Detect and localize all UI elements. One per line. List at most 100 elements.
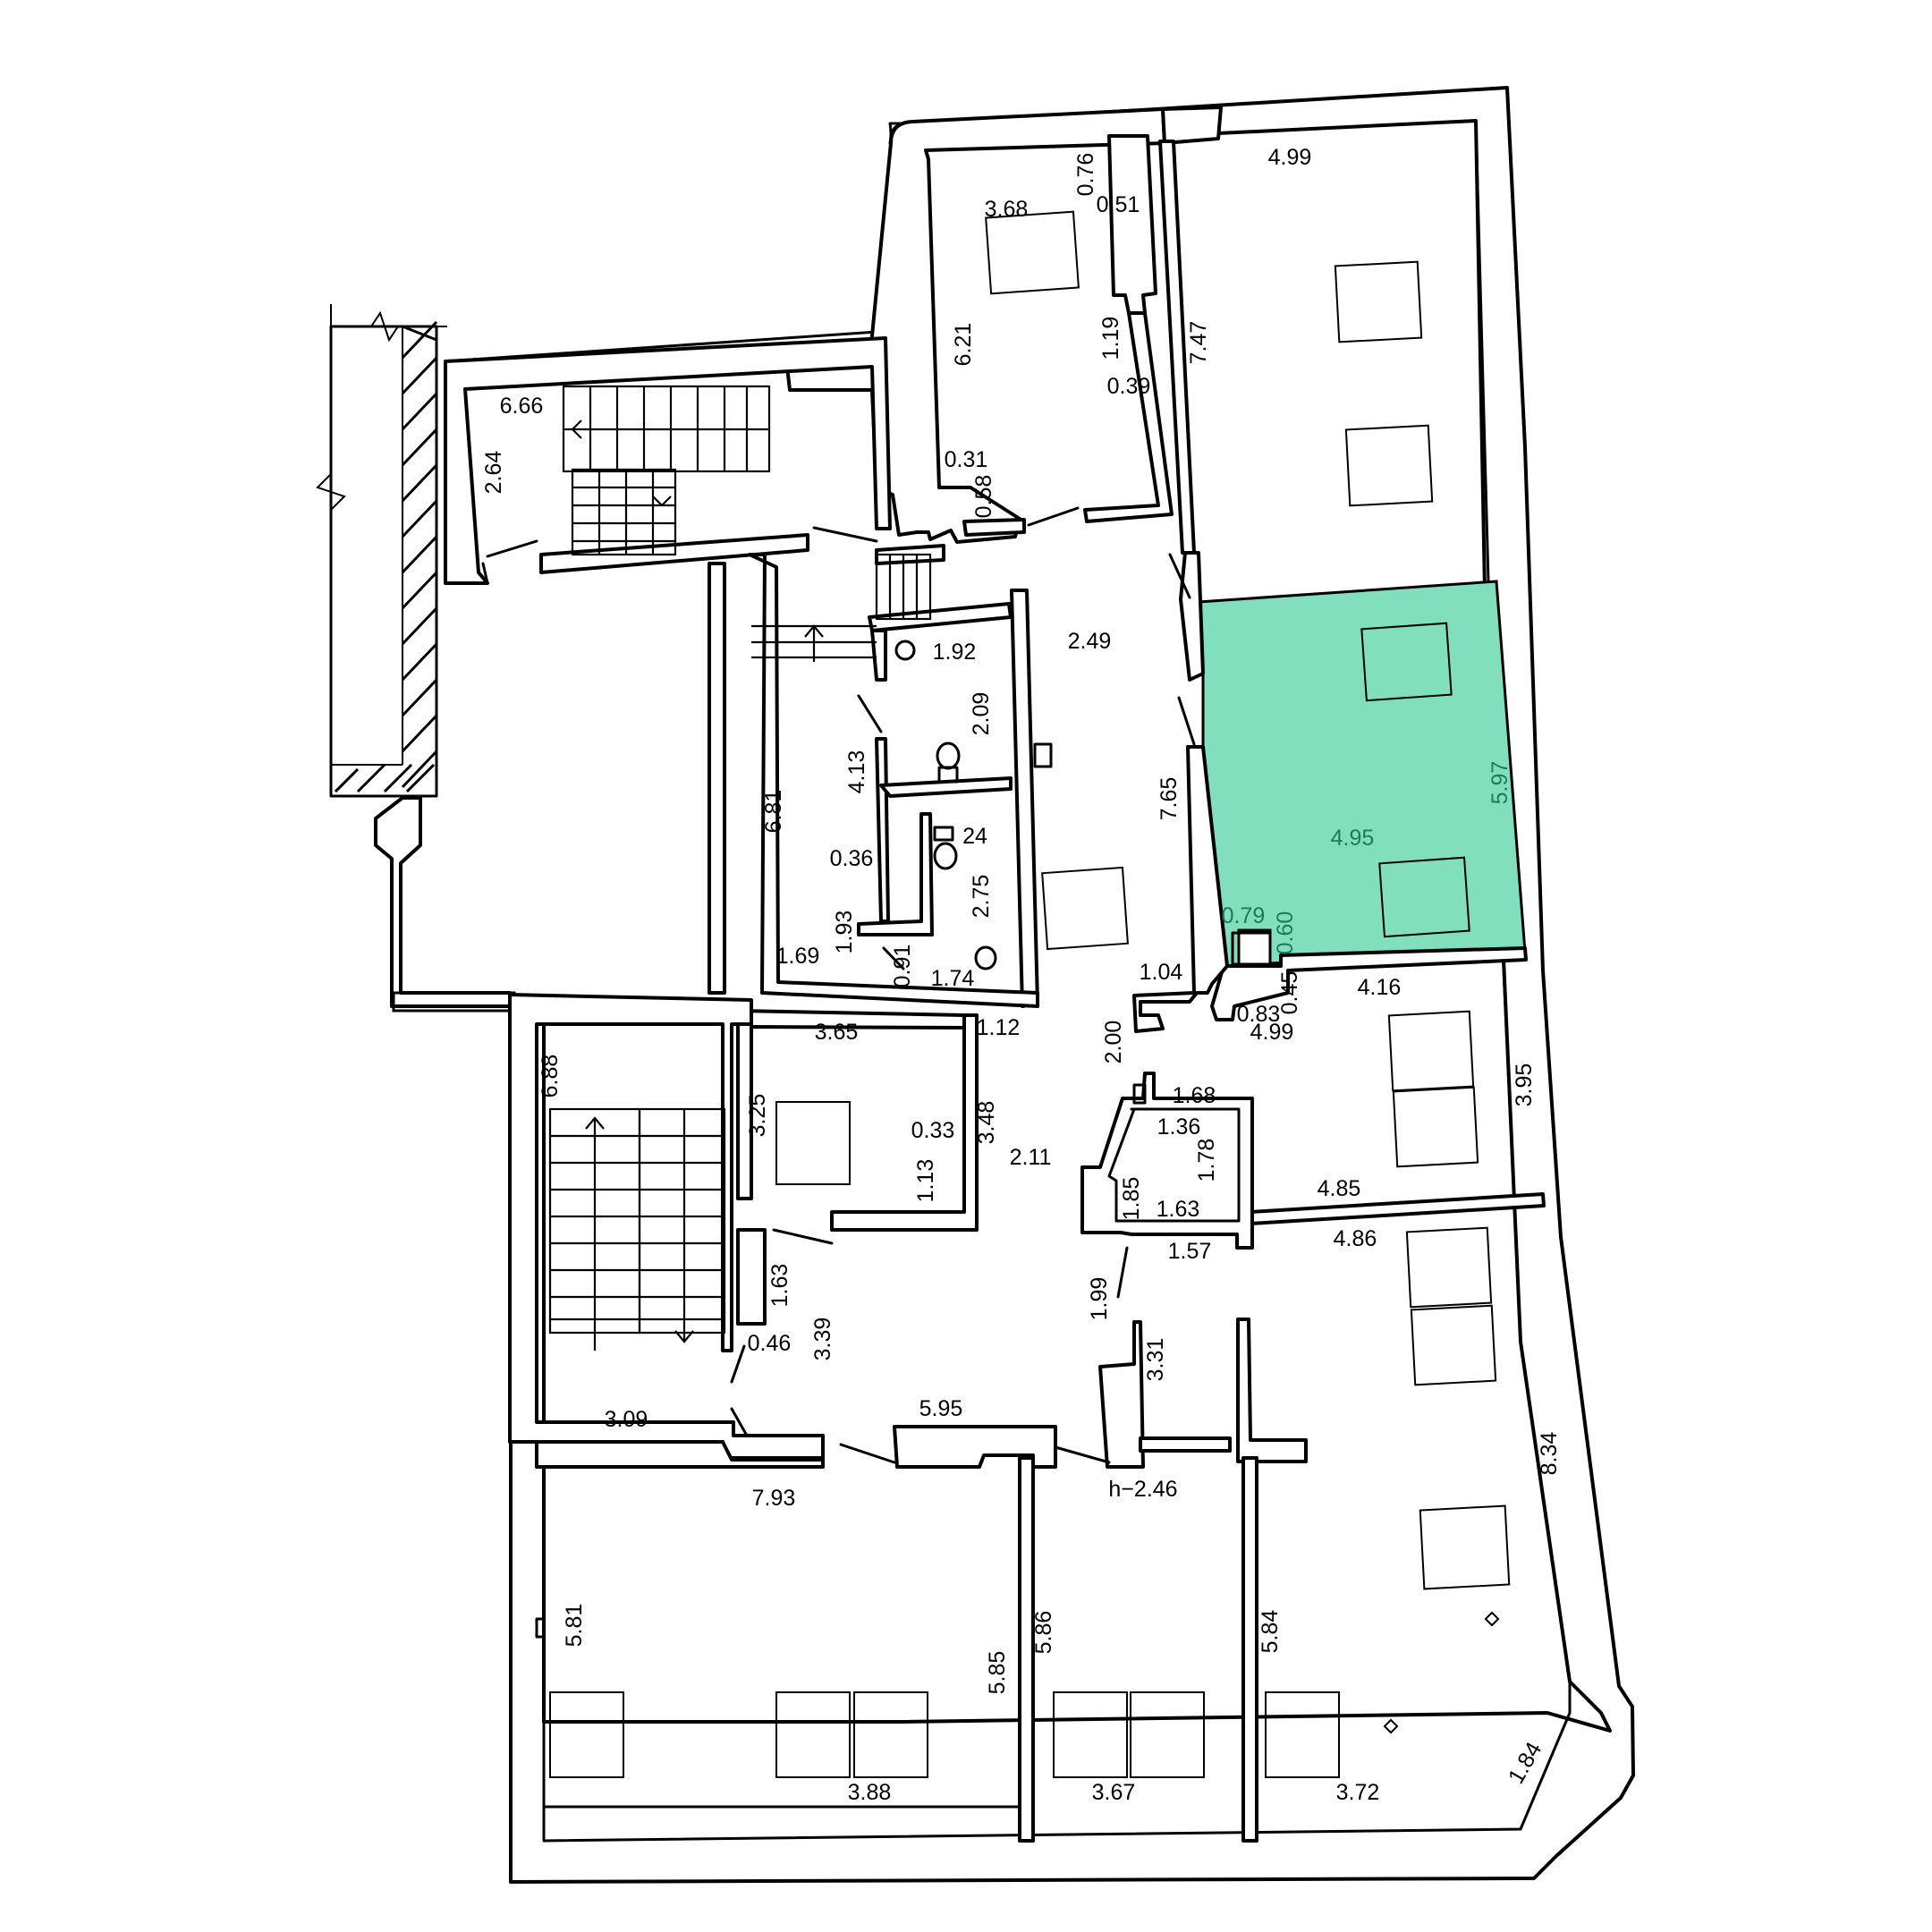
dim-label: 0.46: [748, 1331, 792, 1356]
dim-label: 0.45: [1277, 971, 1302, 1015]
south-room-west-inner: [535, 1465, 1021, 1809]
dim-label: 2.11: [1010, 1145, 1052, 1170]
dim-label-highlight: 4.95: [1331, 826, 1375, 851]
dim-label: 6.66: [500, 394, 544, 419]
wc-fixtures: [894, 640, 997, 970]
dim-label: 6.81: [761, 790, 786, 834]
dim-label: 1.99: [1087, 1277, 1112, 1321]
dim-label: 0.58: [971, 475, 996, 519]
dim-label: 2.49: [1068, 629, 1112, 654]
south-row-wall: [535, 1440, 825, 1469]
dim-label: 1.85: [1119, 1177, 1144, 1221]
partition-e1: [1107, 134, 1157, 315]
dim-label: 1.63: [1157, 1197, 1200, 1222]
party-wall-hatch: [331, 320, 438, 793]
stair-south: [548, 1107, 726, 1351]
dim-label: 4.86: [1334, 1226, 1377, 1251]
dim-label: 1.19: [1098, 317, 1123, 360]
partition-corridor-east-2: [1132, 745, 1229, 1033]
dim-label: 0.33: [911, 1118, 955, 1143]
dim-label: h−2.46: [1108, 1477, 1177, 1502]
dim-label: 3.25: [745, 1094, 770, 1138]
lift-shaft-wall: [1080, 1072, 1254, 1250]
break-line-left: [316, 304, 346, 787]
wc-partition-1: [870, 629, 887, 682]
dim-label: 0.51: [1097, 192, 1140, 217]
wall-highlight-bottom: [1210, 946, 1528, 1021]
dim-label: 3.72: [1336, 1780, 1380, 1805]
west-court-wall: [708, 562, 726, 995]
partition-e2: [1083, 311, 1174, 523]
dim-label: 4.16: [1358, 975, 1402, 1000]
dim-label: 1.04: [1140, 960, 1183, 985]
corridor-west-wall: [1010, 589, 1039, 1008]
dim-label: 0.39: [1107, 374, 1151, 399]
party-wall-outline: [329, 325, 438, 798]
door-swings: [486, 506, 1196, 1464]
room-365-east: [830, 1013, 979, 1232]
dim-label: 1.92: [933, 640, 977, 665]
hall-east-partition: [1236, 1318, 1308, 1463]
dim-label: 2.75: [969, 875, 994, 919]
window-mark-hl-1: [1360, 622, 1453, 702]
break-line-top: [331, 310, 447, 343]
wc-partition-2: [875, 737, 890, 923]
hall-wall-mid: [1139, 1436, 1232, 1453]
stair-small: [751, 553, 932, 662]
dim-label: 4.85: [1318, 1176, 1361, 1201]
lift-shaft-inner: [1107, 1107, 1241, 1223]
dim-label: 3.95: [1512, 1063, 1537, 1107]
window-mark-hl-2: [1378, 856, 1470, 938]
wall-east-mid-bottom: [1249, 1192, 1546, 1225]
dim-label: 4.99: [1268, 145, 1312, 170]
south-divider-1: [1018, 1456, 1035, 1843]
column-corridor: [1033, 742, 1053, 768]
dim-label: 1.69: [776, 944, 820, 969]
window-marks: [549, 210, 1511, 1778]
highlighted-room: [1197, 580, 1527, 968]
dim-label: 2.64: [481, 451, 506, 495]
dim-label: 3.88: [848, 1780, 892, 1805]
dim-label: 3.65: [815, 1020, 859, 1045]
dim-label-highlight: 5.97: [1487, 761, 1513, 805]
dim-label: 0.36: [830, 846, 874, 871]
south-divider-2: [1241, 1456, 1258, 1843]
niche-highlight: [1231, 931, 1272, 966]
dim-label: 4.13: [844, 750, 869, 794]
wc-partition-3: [879, 776, 1013, 798]
dim-label: 1.12: [977, 1015, 1021, 1040]
dim-label: 8.34: [1537, 1432, 1562, 1476]
hall-top-wall: [893, 1425, 1057, 1469]
stair-north-wall: [444, 336, 892, 585]
lift-west-partition: [1098, 1320, 1145, 1469]
dim-label: 4.99: [1250, 1020, 1294, 1045]
dim-label: 2.09: [969, 692, 994, 736]
dim-label: 0.31: [945, 447, 988, 472]
dim-label: 5.86: [1031, 1611, 1056, 1655]
dim-label: 0.83: [1237, 1002, 1281, 1027]
dim-label: 1.36: [1157, 1114, 1201, 1140]
dim-label: 3.39: [810, 1318, 835, 1361]
dim-label: 3.48: [974, 1101, 999, 1145]
dim-label: 0.76: [1073, 153, 1098, 197]
dim-label: 0.91: [890, 945, 915, 988]
north-wing-right-wall: [1161, 106, 1223, 145]
dim-label: 3.67: [1092, 1780, 1136, 1805]
dim-label: 6.21: [951, 323, 976, 367]
dim-label: 3.31: [1143, 1338, 1168, 1382]
stair-south-small: [736, 1228, 767, 1326]
dim-label: 5.81: [562, 1604, 587, 1648]
outer-wall-east-inner: [542, 119, 1572, 1843]
partition-top-left-bottom: [962, 518, 1026, 537]
wc-partition-4: [857, 812, 934, 936]
dim-label: 2.00: [1101, 1021, 1126, 1064]
partition-corridor-east: [1179, 551, 1205, 682]
dim-label-highlight: 0.60: [1273, 911, 1298, 955]
dim-label: 1.68: [1173, 1083, 1216, 1108]
dim-label: 24: [962, 824, 987, 849]
dim-label: 7.93: [752, 1486, 796, 1511]
dim-label: 1.78: [1194, 1139, 1219, 1182]
dim-label: 5.95: [919, 1396, 963, 1421]
wc-block-wall: [748, 553, 1039, 1008]
